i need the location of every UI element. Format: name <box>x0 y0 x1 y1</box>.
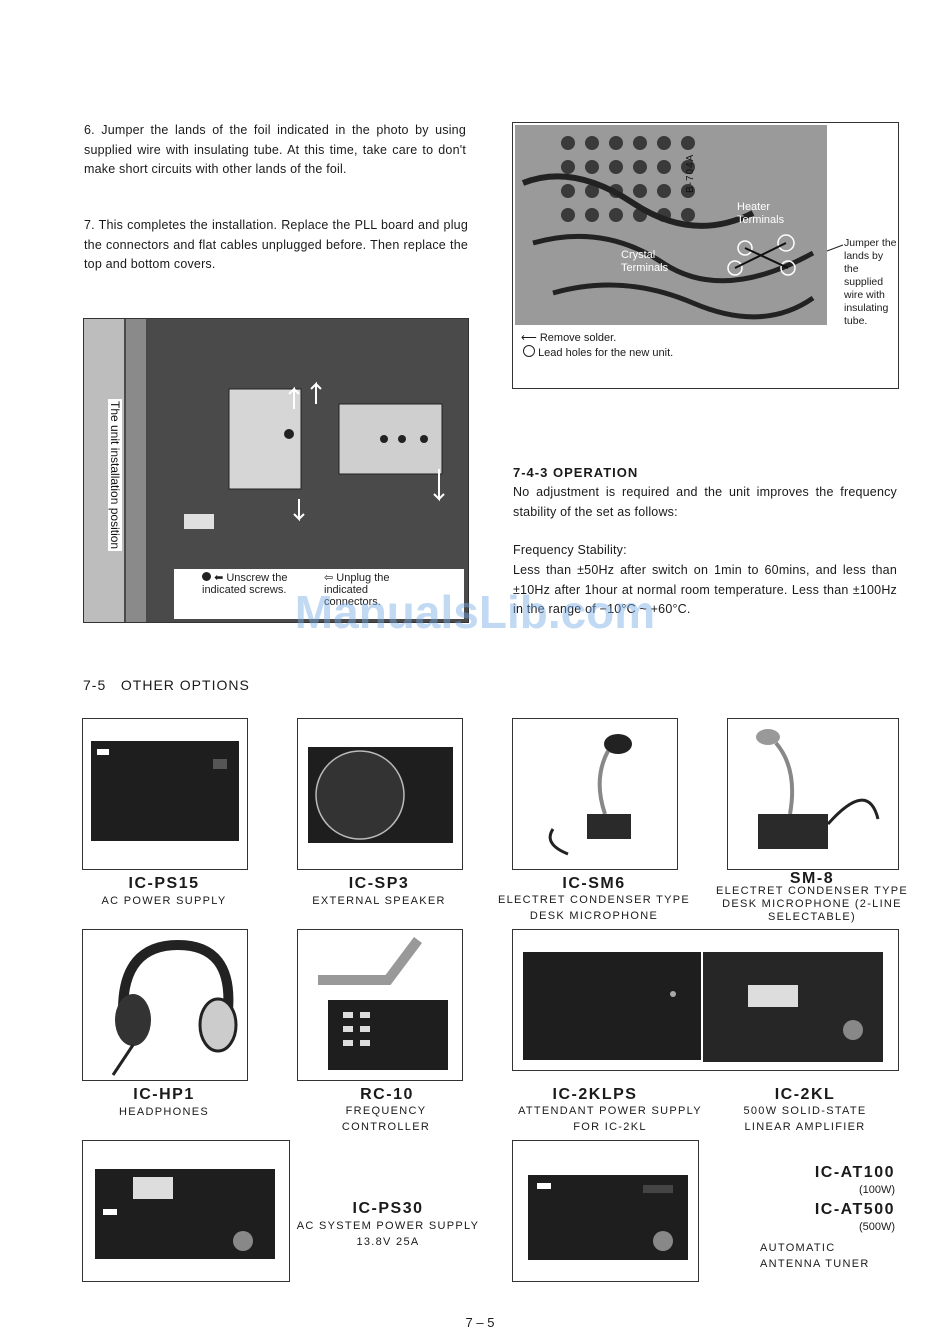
photo-ic-2kl <box>512 929 899 1071</box>
legend-holes-text: Lead holes for the new unit. <box>538 347 674 359</box>
unit-image <box>84 319 468 622</box>
photo-rc-10 <box>297 929 463 1081</box>
model-ic-ps30: IC-PS30 <box>352 1200 424 1217</box>
model-ic-ps15: IC-PS15 <box>128 875 200 892</box>
desc-rc-10: FREQUENCY CONTROLLER <box>341 1105 431 1133</box>
spec-ic-at500: (500W) <box>858 1221 895 1233</box>
operation-intro: No adjustment is required and the unit i… <box>513 485 897 519</box>
power-supply-image <box>95 1169 275 1259</box>
instruction-step-6: 6. Jumper the lands of the foil indicate… <box>84 123 466 176</box>
unit-position-vertical-label: The unit installation position <box>108 399 122 552</box>
photo-ic-ps30 <box>82 1140 290 1282</box>
microphone-image <box>548 734 632 856</box>
desc-antenna-tuner: AUTOMATIC ANTENNA TUNER <box>760 1242 870 1270</box>
photo-ic-hp1 <box>82 929 248 1081</box>
jumper-label: Jumper the lands by the supplied wire wi… <box>844 237 897 327</box>
operation-heading: 7-4-3 OPERATION <box>513 465 639 480</box>
hollow-arrow-left-icon: ⇦ <box>324 572 334 584</box>
page-number: 7 – 5 <box>465 1315 495 1330</box>
photo-ic-ps15 <box>82 718 248 870</box>
circle-icon <box>523 345 535 357</box>
other-options-heading: 7-5 OTHER OPTIONS <box>83 677 250 693</box>
model-ic-at100: IC-AT100 <box>814 1164 895 1181</box>
instruction-step-7: 7. This completes the installation. Repl… <box>84 218 468 271</box>
model-ic-2kl: IC-2KL <box>774 1086 836 1103</box>
photo-ic-at100 <box>512 1140 699 1282</box>
frequency-stability-heading: Frequency Stability: <box>513 543 627 557</box>
crystal-terminals-label: Crystal Terminals <box>621 249 669 274</box>
desc-ic-sp3: EXTERNAL SPEAKER <box>312 895 446 907</box>
headphones-image <box>111 939 238 1076</box>
model-ic-2klps: IC-2KLPS <box>552 1086 638 1103</box>
legend-remove-solder: ⟵ Remove solder. <box>521 331 616 344</box>
spec-ic-ps30: 13.8V 25A <box>356 1236 420 1248</box>
model-ic-sm6: IC-SM6 <box>562 875 626 892</box>
heater-terminals-label: Heater Terminals <box>737 201 785 226</box>
desc-sm-8: ELECTRET CONDENSER TYPE DESK MICROPHONE … <box>715 885 909 923</box>
arrow-left-icon: ⬅ <box>214 572 224 584</box>
desc-ic-2klps: ATTENDANT POWER SUPPLY FOR IC-2KL <box>518 1105 702 1133</box>
model-ic-hp1: IC-HP1 <box>133 1086 195 1103</box>
desc-ic-hp1: HEADPHONES <box>118 1106 210 1118</box>
model-ic-sp3: IC-SP3 <box>348 875 410 892</box>
frequency-stability-body: Less than ±50Hz after switch on 1min to … <box>513 563 897 616</box>
model-ic-at500: IC-AT500 <box>814 1201 895 1218</box>
controller-image <box>318 937 448 1070</box>
pcb-board-label: B-704A <box>685 153 696 193</box>
photo-ic-sp3 <box>297 718 463 870</box>
desc-ic-2kl: 500W SOLID-STATE LINEAR AMPLIFIER <box>743 1105 867 1133</box>
legend-unscrew: ⬅ Unscrew the indicated screws. <box>202 571 312 596</box>
pcb-photo: B-704A Heater Terminals Crystal Terminal… <box>512 122 899 389</box>
desc-ic-sm6: ELECTRET CONDENSER TYPE DESK MICROPHONE <box>497 894 691 922</box>
model-sm-8: SM-8 <box>789 870 835 887</box>
model-rc-10: RC-10 <box>360 1086 414 1103</box>
spec-ic-at100: (100W) <box>858 1184 895 1196</box>
power-supply-image <box>91 741 239 841</box>
legend-remove-text: Remove solder. <box>539 332 617 344</box>
pcb-image <box>515 125 844 325</box>
unit-installation-photo: The unit installation position ⬅ Unscrew… <box>83 318 469 623</box>
legend-unplug-text: Unplug the indicated connectors. <box>324 572 390 608</box>
legend-unplug: ⇦ Unplug the indicated connectors. <box>324 571 424 608</box>
desc-ic-ps30: AC SYSTEM POWER SUPPLY <box>296 1220 480 1232</box>
speaker-image <box>308 747 453 843</box>
microphone-image <box>756 729 880 849</box>
arrow-left-icon: ⟵ <box>521 332 537 344</box>
antenna-tuner-image <box>528 1175 688 1260</box>
desc-ic-ps15: AC POWER SUPPLY <box>101 895 227 907</box>
legend-unscrew-text: Unscrew the indicated screws. <box>202 572 288 596</box>
photo-ic-sm6 <box>512 718 678 870</box>
screw-icon <box>202 572 211 581</box>
legend-lead-holes: Lead holes for the new unit. <box>523 345 673 359</box>
amplifier-image <box>523 952 883 1062</box>
photo-sm-8 <box>727 718 899 870</box>
